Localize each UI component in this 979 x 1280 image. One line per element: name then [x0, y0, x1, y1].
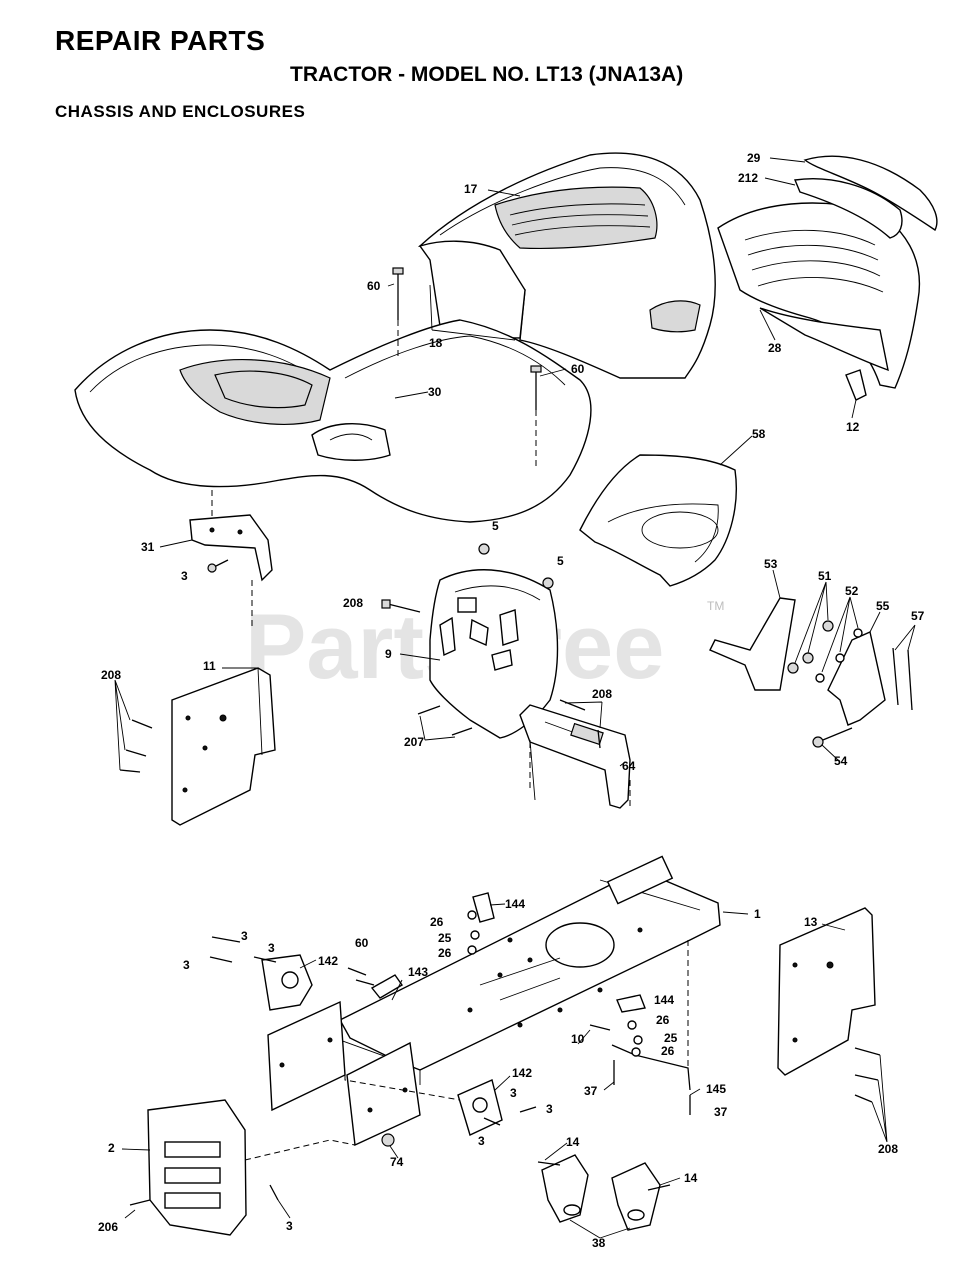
callout-60: 60 [571, 362, 585, 376]
callout-3: 3 [241, 929, 248, 943]
callout-60: 60 [355, 936, 369, 950]
side-plate-11[interactable] [171, 667, 276, 826]
callout-55: 55 [876, 599, 890, 613]
callout-74: 74 [390, 1155, 404, 1169]
callout-12: 12 [846, 420, 860, 434]
callout-11: 11 [203, 659, 216, 673]
fender-deck-part[interactable] [74, 319, 592, 523]
callout-labels: 17 29 212 60 18 30 60 28 12 58 31 3 5 5 … [98, 151, 925, 1250]
callout-54: 54 [834, 754, 848, 768]
grille-trim-29[interactable] [803, 155, 938, 232]
callout-212: 212 [738, 171, 758, 185]
callout-3: 3 [268, 941, 275, 955]
plate-55[interactable] [827, 631, 886, 726]
callout-142: 142 [318, 954, 338, 968]
callout-52: 52 [845, 584, 859, 598]
rod-145[interactable] [611, 1044, 691, 1091]
callout-64: 64 [622, 759, 636, 773]
callout-3: 3 [478, 1134, 485, 1148]
bracket-144a[interactable] [472, 892, 495, 923]
callout-14: 14 [566, 1135, 580, 1149]
callout-57: 57 [911, 609, 925, 623]
callout-3: 3 [510, 1086, 517, 1100]
washer-set-52[interactable] [815, 628, 863, 683]
callout-208: 208 [101, 668, 121, 682]
callout-3: 3 [546, 1102, 553, 1116]
callout-206: 206 [98, 1220, 118, 1234]
bracket-31[interactable] [189, 514, 273, 582]
callout-26: 26 [430, 915, 444, 929]
callout-37: 37 [714, 1105, 728, 1119]
watermark-trademark: TM [707, 599, 724, 613]
callout-144: 144 [654, 993, 674, 1007]
callout-37: 37 [584, 1084, 598, 1098]
callout-142: 142 [512, 1066, 532, 1080]
bracket-144b[interactable] [616, 994, 646, 1013]
bolt-54[interactable] [812, 727, 853, 748]
leader-lines [114, 157, 916, 1239]
dash-frame-part[interactable] [429, 569, 559, 739]
callout-3: 3 [286, 1219, 293, 1233]
front-plate-left[interactable] [267, 1000, 346, 1112]
page-title: REPAIR PARTS [55, 25, 266, 56]
hood-part[interactable] [417, 152, 716, 379]
callout-9: 9 [385, 647, 392, 661]
section-title: CHASSIS AND ENCLOSURES [55, 102, 306, 121]
arm-53[interactable] [709, 597, 796, 691]
front-plate-right[interactable] [346, 1041, 421, 1147]
side-plate-13[interactable] [777, 907, 876, 1076]
callout-51: 51 [818, 569, 832, 583]
model-subtitle: TRACTOR - MODEL NO. LT13 (JNA13A) [290, 63, 684, 86]
bracket-38-right[interactable] [611, 1162, 661, 1231]
callout-31: 31 [141, 540, 155, 554]
dash-panel-part[interactable] [579, 454, 737, 587]
callout-2: 2 [108, 1141, 115, 1155]
callout-5: 5 [557, 554, 564, 568]
callout-18: 18 [429, 336, 443, 350]
callout-3: 3 [181, 569, 188, 583]
hardware-fasteners [119, 267, 913, 1206]
callout-60: 60 [367, 279, 381, 293]
alignment-lines [211, 320, 689, 1161]
callout-144: 144 [505, 897, 525, 911]
callout-3: 3 [183, 958, 190, 972]
callout-25: 25 [664, 1031, 678, 1045]
callout-1: 1 [754, 907, 761, 921]
callout-208: 208 [592, 687, 612, 701]
bracket-142a[interactable] [261, 954, 313, 1011]
callout-26: 26 [438, 946, 452, 960]
callout-25: 25 [438, 931, 452, 945]
bracket-12[interactable] [845, 369, 867, 401]
bracket-143[interactable] [370, 974, 404, 999]
grille-part[interactable] [717, 202, 920, 389]
grille-trim-212[interactable] [794, 178, 903, 239]
callout-53: 53 [764, 557, 778, 571]
callout-30: 30 [428, 385, 442, 399]
callout-26: 26 [656, 1013, 670, 1027]
callout-207: 207 [404, 735, 424, 749]
callout-10: 10 [571, 1032, 585, 1046]
bracket-64[interactable] [519, 704, 631, 809]
main-frame-part[interactable] [339, 855, 721, 1085]
bracket-142b[interactable] [457, 1079, 503, 1136]
front-bumper-part[interactable] [147, 1099, 247, 1236]
callout-38: 38 [592, 1236, 606, 1250]
callout-17: 17 [464, 182, 478, 196]
callout-14: 14 [684, 1171, 698, 1185]
callout-145: 145 [706, 1082, 726, 1096]
bracket-38-left[interactable] [541, 1154, 589, 1223]
callout-26: 26 [661, 1044, 675, 1058]
callout-208: 208 [878, 1142, 898, 1156]
callout-5: 5 [492, 519, 499, 533]
nut-set-51[interactable] [787, 620, 834, 674]
callout-58: 58 [752, 427, 766, 441]
callout-28: 28 [768, 341, 782, 355]
callout-13: 13 [804, 915, 818, 929]
callout-208: 208 [343, 596, 363, 610]
callout-29: 29 [747, 151, 761, 165]
callout-143: 143 [408, 965, 428, 979]
